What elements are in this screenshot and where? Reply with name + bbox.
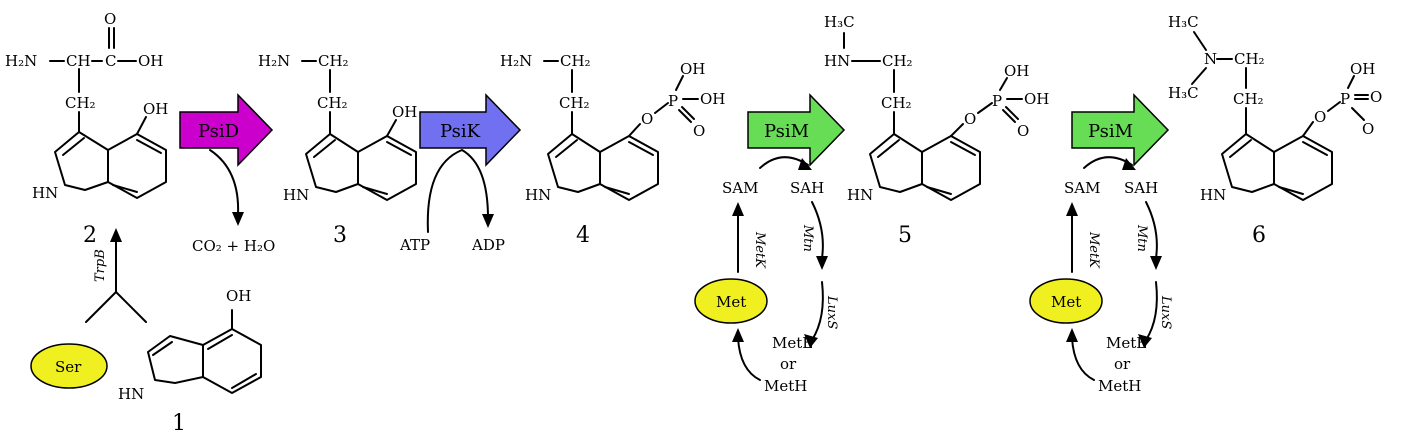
compound-6-oh-label: OH	[1350, 60, 1375, 78]
trpb-label: TrpB	[93, 249, 108, 282]
psid-arrow: PsiD CO₂ + H₂O	[179, 93, 275, 255]
psik-label: PsiK	[440, 121, 481, 142]
compound-1-oh-label: OH	[226, 287, 251, 305]
compound-3-ch2a-label: CH₂	[318, 52, 349, 70]
compound-4-ch2b-label: CH₂	[559, 94, 590, 112]
psim-2-label: PsiM	[1088, 121, 1133, 142]
compound-4-p-label: P	[668, 92, 678, 110]
compound-6-n-label: N	[1204, 50, 1217, 68]
compound-4-oh2-label: OH	[700, 90, 725, 108]
compound-5-ch2a-label: CH₂	[882, 52, 913, 70]
compound-6-ch2b-label: CH₂	[1233, 90, 1264, 108]
compound-5-number: 5	[898, 223, 912, 248]
adp-label: ADP	[471, 236, 505, 254]
compound-1-number: 1	[172, 411, 186, 436]
compound-5-ring-hn-label: HN	[847, 186, 873, 204]
compound-1-hn-label: HN	[118, 385, 144, 403]
meth-1-label: MetH	[764, 377, 807, 395]
co2-h2o-label: CO₂ + H₂O	[192, 237, 275, 255]
sam-2-label: SAM	[1064, 179, 1100, 197]
compound-6-o2-label: O	[1370, 88, 1382, 106]
mtn-2-label: Mtn	[1134, 224, 1149, 252]
compound-3-hn-label: HN	[283, 186, 309, 204]
atp-label: ATP	[399, 236, 430, 254]
compound-5-structure: H₃C HN CH₂ CH₂ O P OH OH O HN 5	[824, 13, 1049, 248]
compound-2-structure: H₂N CH C OH O CH₂ OH HN 2	[5, 10, 168, 248]
compound-4-number: 4	[576, 223, 590, 248]
meth-2-label: MetH	[1098, 377, 1141, 395]
compound-5-oh1-label: OH	[1004, 62, 1029, 80]
ser-ellipse	[30, 343, 108, 389]
compound-6-o-label: O	[1314, 108, 1326, 126]
compound-2-h2n-label: H₂N	[5, 52, 37, 70]
compound-4-h2n-label: H₂N	[500, 52, 532, 70]
compound-3-structure: H₂N CH₂ CH₂ OH HN 3	[258, 52, 417, 248]
or-1-label: or	[780, 355, 797, 373]
luxs-1-label: LuxS	[824, 295, 839, 329]
sam-1-label: SAM	[722, 179, 758, 197]
compound-6-ch2a-label: CH₂	[1234, 50, 1265, 68]
psim-arrow-2: PsiM SAM SAH MetK Mtn Met LuxS MetE or M…	[1029, 93, 1173, 395]
mtn-1-label: Mtn	[800, 224, 815, 252]
metk-2-label: MetK	[1086, 231, 1101, 269]
compound-2-ch2-label: CH₂	[65, 94, 96, 112]
compound-4-o-label: O	[641, 110, 653, 128]
psik-arrow: PsiK ATP ADP	[399, 93, 522, 254]
compound-4-structure: H₂N CH₂ CH₂ O P OH OH O HN 4	[500, 52, 725, 248]
trpb-arrow: TrpB	[85, 228, 147, 323]
compound-2-hn-label: HN	[32, 184, 58, 202]
compound-2-oh-label: OH	[143, 100, 168, 118]
compound-6-number: 6	[1252, 223, 1266, 248]
compound-3-h2n-label: H₂N	[258, 52, 290, 70]
sah-1-label: SAH	[790, 179, 824, 197]
sah-2-label: SAH	[1124, 179, 1158, 197]
compound-2-number: 2	[83, 223, 97, 248]
mete-2-label: MetE	[1106, 334, 1147, 352]
compound-3-oh-label: OH	[392, 103, 417, 121]
mete-1-label: MetE	[772, 334, 813, 352]
compound-6-p-label: P	[1340, 90, 1350, 108]
met-1-label: Met	[716, 293, 746, 311]
compound-1-structure: OH HN 1	[118, 287, 262, 436]
psim-arrow-1: PsiM SAM SAH MetK Mtn Met LuxS MetE or M…	[694, 93, 846, 395]
compound-5-oh2-label: OH	[1024, 90, 1049, 108]
compound-6-h3c-top-label: H₃C	[1168, 13, 1199, 31]
compound-6-h3c-bottom-label: H₃C	[1168, 84, 1199, 102]
metk-1-label: MetK	[752, 231, 767, 269]
compound-3-number: 3	[333, 223, 347, 248]
luxs-2-label: LuxS	[1158, 295, 1173, 329]
ser-label: Ser	[55, 358, 82, 376]
compound-5-o2-label: O	[1017, 122, 1029, 140]
compound-5-hn-label: HN	[824, 52, 850, 70]
compound-4-hn-label: HN	[525, 186, 551, 204]
compound-6-o3-label: O	[1362, 120, 1374, 138]
compound-5-h3c-label: H₃C	[824, 13, 855, 31]
compound-5-p-label: P	[992, 92, 1002, 110]
compound-3-ch2b-label: CH₂	[317, 94, 348, 112]
compound-4-oh1-label: OH	[680, 60, 705, 78]
compound-5-o-label: O	[964, 110, 976, 128]
psid-label: PsiD	[198, 121, 239, 142]
compound-4-o2-label: O	[693, 122, 705, 140]
compound-6-structure: H₃C N CH₂ H₃C CH₂ O P OH O O HN 6	[1168, 13, 1382, 248]
compound-2-oh-acid-label: OH	[138, 52, 163, 70]
met-1-ellipse	[694, 278, 768, 324]
psim-1-label: PsiM	[764, 121, 809, 142]
compound-6-hn-label: HN	[1200, 186, 1226, 204]
or-2-label: or	[1114, 355, 1131, 373]
met-2-label: Met	[1051, 293, 1081, 311]
compound-5-ch2b-label: CH₂	[881, 94, 912, 112]
compound-2-o-label: O	[104, 10, 116, 28]
compound-2-ch-label: CH	[66, 52, 91, 70]
met-2-ellipse	[1029, 278, 1103, 324]
compound-4-ch2a-label: CH₂	[560, 52, 591, 70]
compound-2-c-label: C	[105, 52, 116, 70]
